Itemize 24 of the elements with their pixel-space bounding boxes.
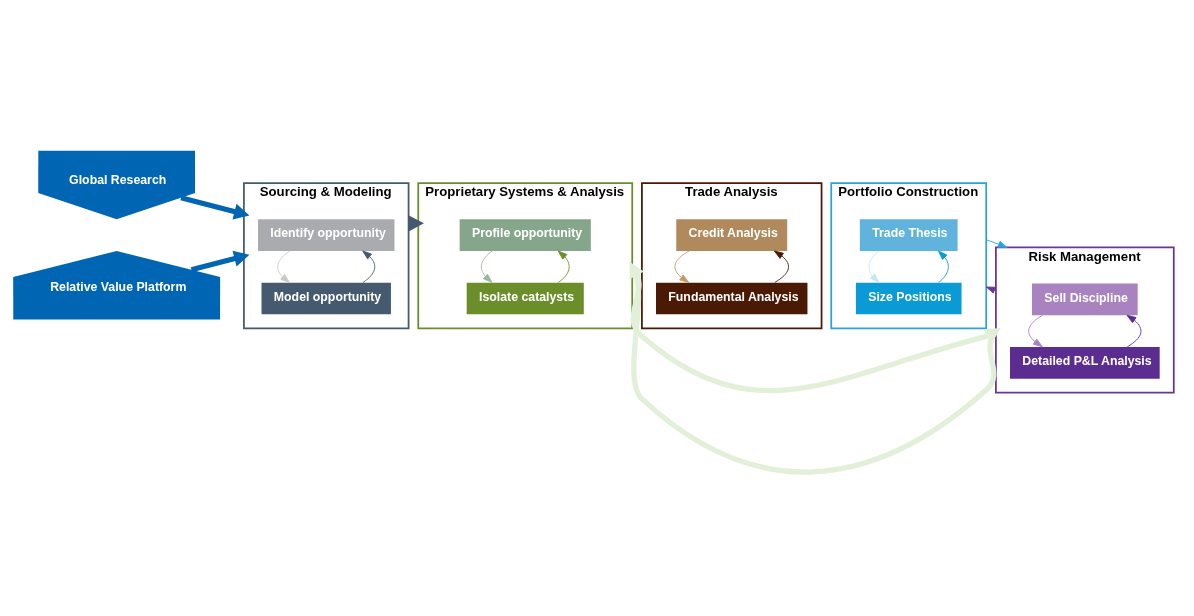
arrow bbox=[674, 250, 690, 283]
arrow bbox=[1028, 314, 1044, 348]
arrow bbox=[985, 286, 996, 294]
node-box: Trade Thesis bbox=[859, 219, 958, 251]
node-box: Identify opportunity bbox=[258, 219, 395, 251]
node-box: Sell Discipline bbox=[1032, 283, 1138, 316]
arrow bbox=[868, 250, 880, 283]
arrow bbox=[938, 250, 949, 283]
arrow bbox=[557, 250, 570, 283]
node-box: Isolate catalysts bbox=[466, 282, 584, 315]
arrow bbox=[985, 239, 1008, 248]
node-box: Model opportunity bbox=[261, 282, 391, 315]
arrow bbox=[480, 250, 493, 283]
node-box: Size Positions bbox=[855, 282, 962, 315]
node-box: Credit Analysis bbox=[676, 219, 788, 251]
node-box: Fundamental Analysis bbox=[656, 282, 808, 315]
node-box: Detailed P&L Analysis bbox=[1010, 346, 1160, 379]
arrow bbox=[277, 250, 291, 283]
arrow bbox=[773, 250, 789, 283]
node-box: Profile opportunity bbox=[459, 219, 591, 251]
arrow bbox=[1126, 314, 1142, 348]
arrow bbox=[180, 195, 250, 220]
arrow bbox=[362, 250, 376, 283]
arrow bbox=[190, 250, 250, 273]
